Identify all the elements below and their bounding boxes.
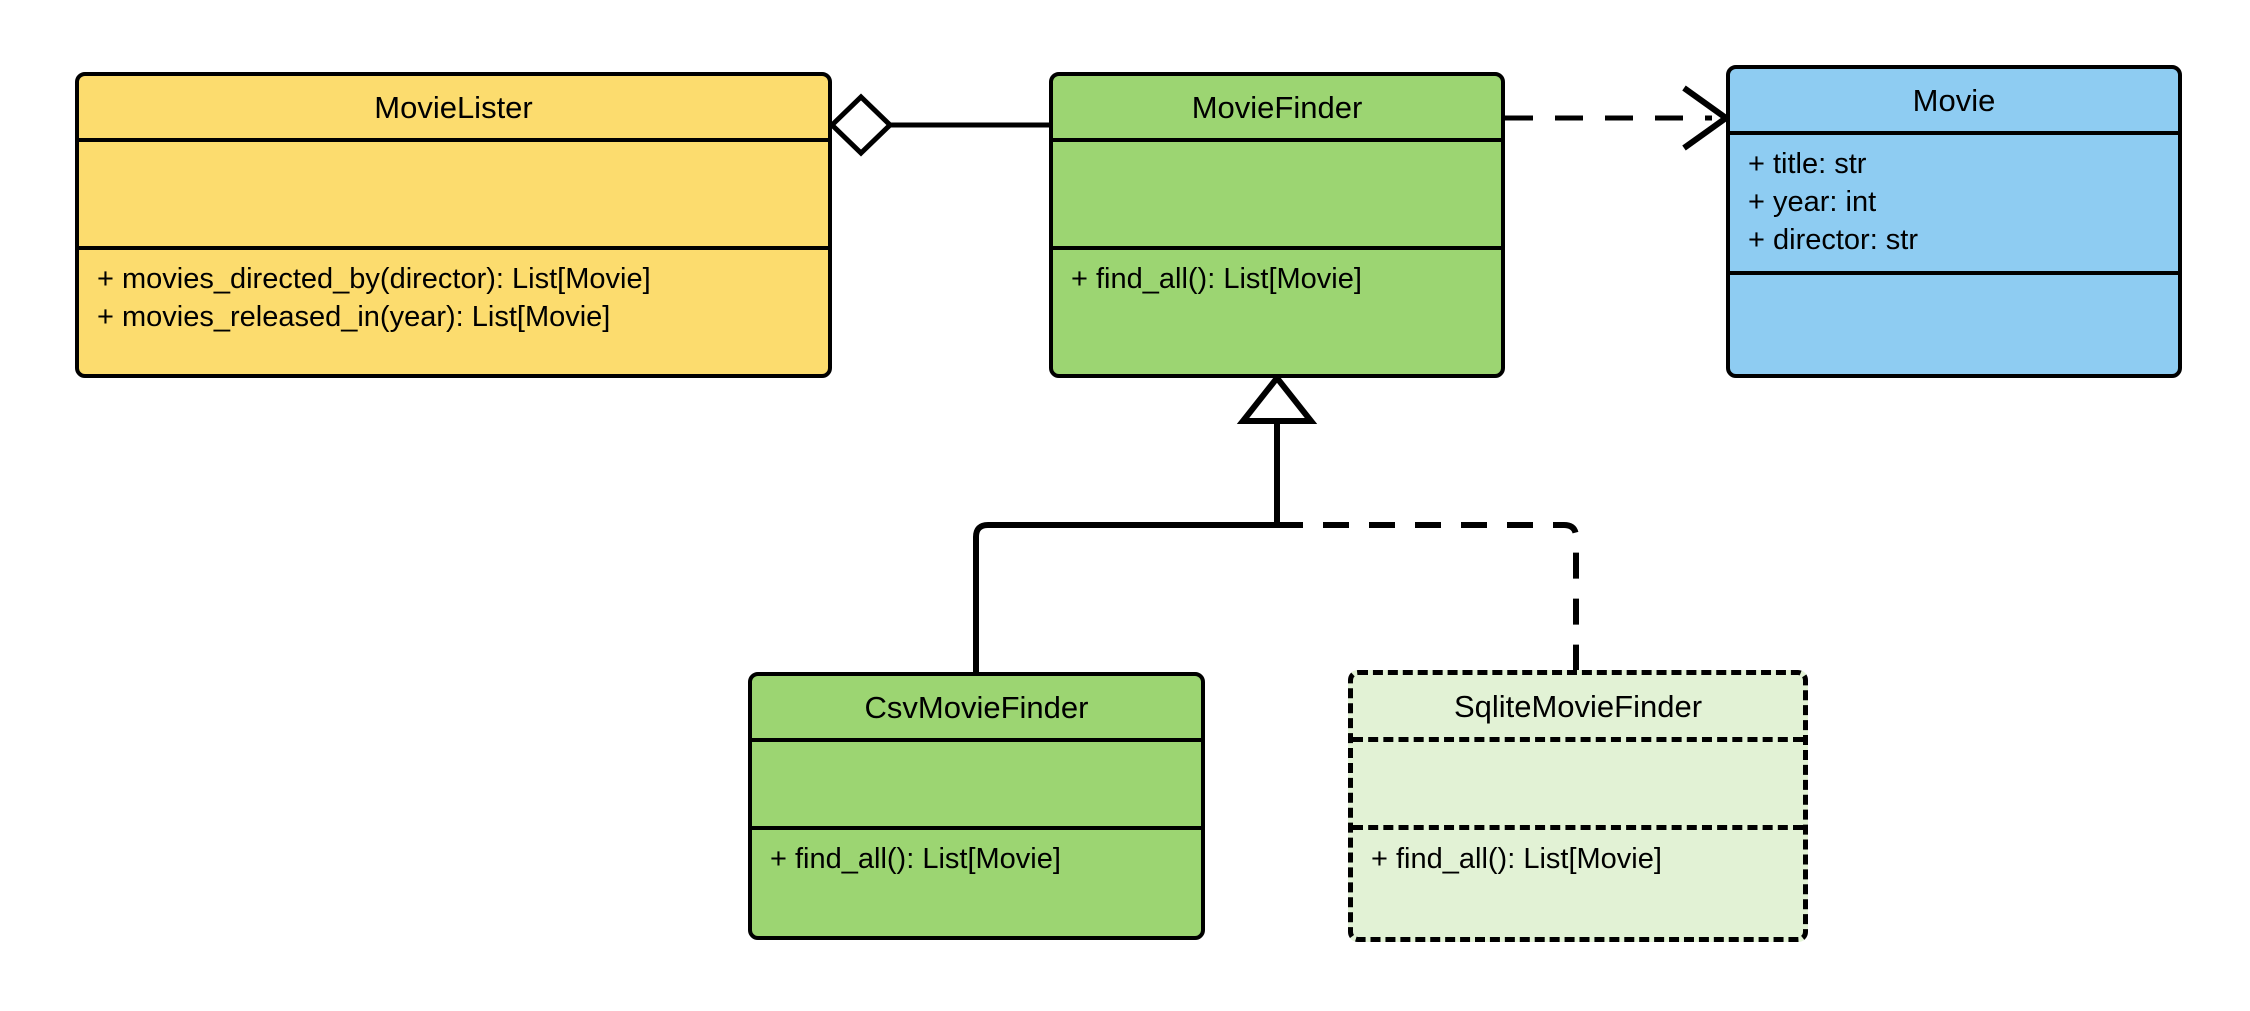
edge-generalization-trunk: [1236, 373, 1318, 525]
open-arrow-icon: [1682, 85, 1732, 151]
edge-aggregation-movielister-moviefinder: [828, 93, 1049, 157]
hollow-triangle-icon: [1236, 373, 1318, 424]
methods-compartment-movie: [1730, 275, 2178, 374]
attribute-row: + title: str: [1748, 147, 1867, 180]
class-box-moviefinder[interactable]: MovieFinder + find_all(): List[Movie]: [1049, 72, 1505, 378]
edge-dependency-moviefinder-movie: [1505, 85, 1732, 151]
attribute-row: + director: str: [1748, 224, 1919, 257]
realization-line-sqlite: [1277, 522, 1579, 670]
class-box-movielister[interactable]: MovieLister + movies_directed_by(directo…: [75, 72, 832, 378]
edge-realization-sqlitemoviefinder: [1277, 522, 1579, 670]
class-box-csvmoviefinder[interactable]: CsvMovieFinder + find_all(): List[Movie]: [748, 672, 1205, 940]
method-row: + find_all(): List[Movie]: [1071, 262, 1362, 295]
class-name-movie: Movie: [1730, 69, 2178, 135]
methods-compartment-movielister: + movies_directed_by(director): List[Mov…: [79, 250, 828, 374]
class-box-movie[interactable]: Movie + title: str + year: int + directo…: [1726, 65, 2182, 378]
hollow-diamond-icon: [828, 93, 894, 157]
attributes-compartment-movielister: [79, 142, 828, 250]
methods-compartment-csvmoviefinder: + find_all(): List[Movie]: [752, 830, 1201, 936]
edge-inheritance-csvmoviefinder: [973, 522, 1277, 672]
attributes-compartment-csvmoviefinder: [752, 742, 1201, 830]
attributes-compartment-movie: + title: str + year: int + director: str: [1730, 135, 2178, 275]
class-name-sqlitemoviefinder: SqliteMovieFinder: [1353, 675, 1803, 742]
method-row: + find_all(): List[Movie]: [770, 842, 1061, 875]
attributes-compartment-sqlitemoviefinder: [1353, 742, 1803, 830]
methods-compartment-moviefinder: + find_all(): List[Movie]: [1053, 250, 1501, 374]
inheritance-line-csv: [973, 522, 1277, 672]
attributes-compartment-moviefinder: [1053, 142, 1501, 250]
class-name-movielister: MovieLister: [79, 76, 828, 142]
class-box-sqlitemoviefinder[interactable]: SqliteMovieFinder + find_all(): List[Mov…: [1348, 670, 1808, 942]
method-row: + find_all(): List[Movie]: [1371, 842, 1662, 875]
methods-compartment-sqlitemoviefinder: + find_all(): List[Movie]: [1353, 830, 1803, 937]
method-row: + movies_released_in(year): List[Movie]: [97, 300, 611, 333]
attribute-row: + year: int: [1748, 185, 1877, 218]
class-name-csvmoviefinder: CsvMovieFinder: [752, 676, 1201, 742]
class-name-moviefinder: MovieFinder: [1053, 76, 1501, 142]
method-row: + movies_directed_by(director): List[Mov…: [97, 262, 651, 295]
